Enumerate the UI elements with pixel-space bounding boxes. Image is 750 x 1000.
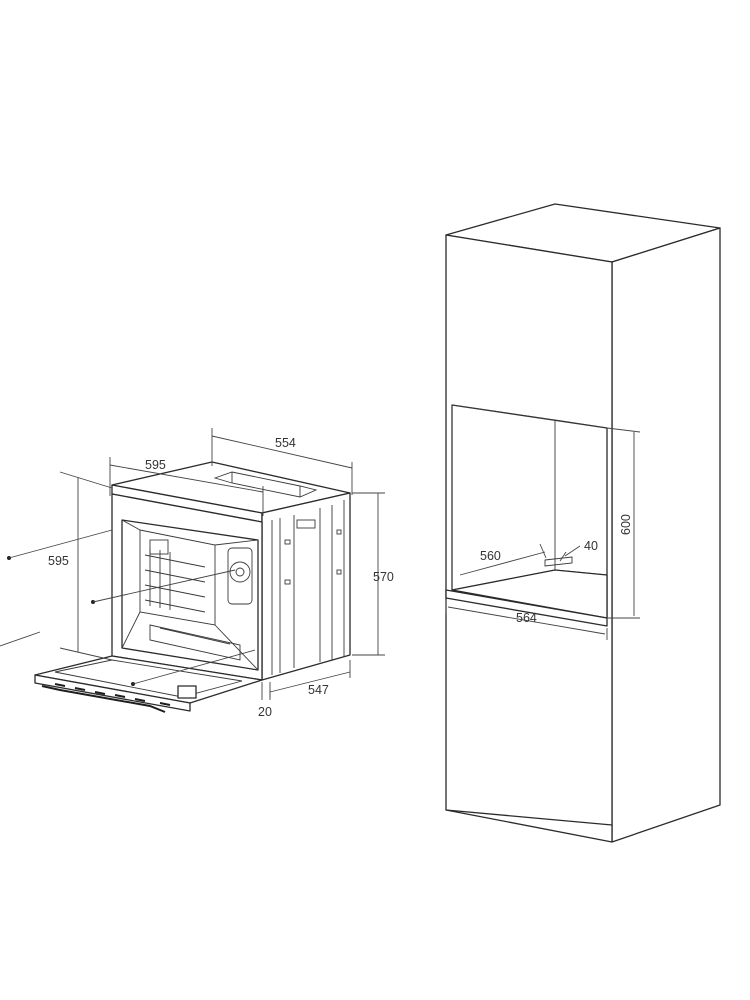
oven-door-glass <box>54 659 243 698</box>
oven-side-panel <box>261 492 351 681</box>
oven-top-vent-ridge <box>231 472 301 497</box>
cavity-edge <box>214 624 259 671</box>
dim-height-front-label: 595 <box>48 554 69 568</box>
oven-light <box>149 539 169 555</box>
dim-niche-depth: 560 <box>459 543 547 576</box>
dim-door-offset-label: 20 <box>258 705 272 719</box>
cabinet-plinth <box>445 809 613 826</box>
oven-racks <box>144 548 241 661</box>
oven-fan-cover <box>227 547 253 605</box>
dim-door-offset: 20 <box>258 682 272 719</box>
dim-niche-height: 600 <box>606 427 641 619</box>
dim-height-side-label: 570 <box>373 570 394 584</box>
dim-depth-side: 547 <box>269 660 351 698</box>
dim-niche-depth-label: 560 <box>480 549 501 563</box>
niche-edge <box>554 419 608 429</box>
dim-niche-width-label: 564 <box>516 611 537 625</box>
cavity-edge <box>121 611 141 649</box>
dim-depth-top-label: 554 <box>275 436 296 450</box>
oven-door-edge <box>34 674 191 712</box>
dim-vent-gap-label: 40 <box>584 539 598 553</box>
dim-height-front: 595 <box>48 471 113 661</box>
cabinet-drawing: 600 560 40 564 <box>445 203 721 843</box>
dim-niche-width: 564 <box>445 600 608 640</box>
cavity-edge <box>121 519 141 531</box>
oven-door-bottom <box>177 685 197 699</box>
oven-side-rails <box>271 500 345 675</box>
niche-floor-edge <box>445 589 608 627</box>
niche-vent-slot <box>544 556 573 567</box>
cavity-edge <box>214 539 259 546</box>
dim-height-side: 570 <box>352 492 394 656</box>
dim-niche-height-label: 600 <box>619 514 633 535</box>
dim-depth-top: 554 <box>211 428 353 495</box>
oven-drawing: 595 554 595 570 547 <box>0 428 394 719</box>
dim-depth-side-label: 547 <box>308 683 329 697</box>
dim-vent-gap: 40 <box>559 539 598 562</box>
dim-width-top-label: 595 <box>145 458 166 472</box>
callout-leaders <box>0 529 256 686</box>
oven-door-handle <box>41 685 166 713</box>
dim-width-top: 595 <box>109 457 264 516</box>
oven-door-hinge-slots <box>54 683 171 706</box>
